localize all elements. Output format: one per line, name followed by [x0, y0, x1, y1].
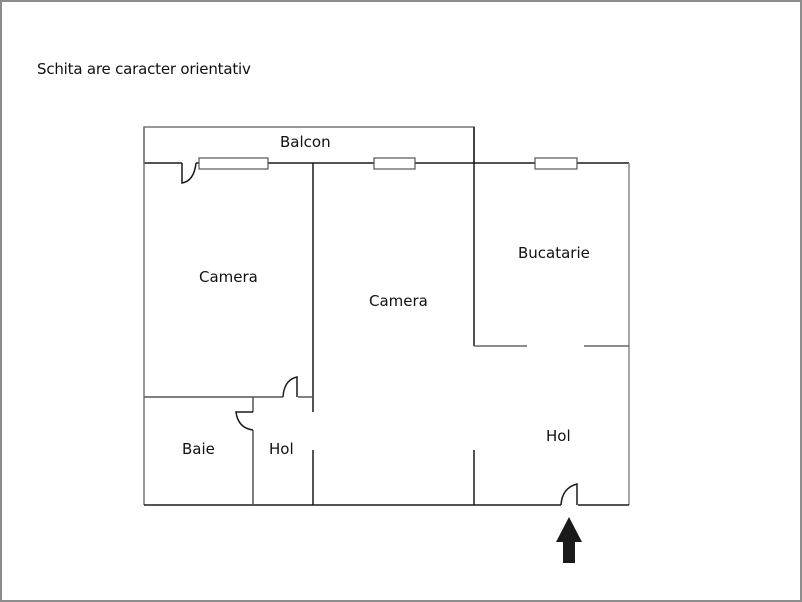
disclaimer-note: Schita are caracter orientativ [37, 60, 251, 78]
balcony-door-icon [181, 162, 197, 184]
entrance-door-icon [560, 483, 578, 506]
room-label-hol-1: Hol [269, 440, 294, 458]
room-label-camera-2: Camera [369, 292, 428, 310]
entrance-arrow-icon [556, 517, 582, 563]
room-label-balcon: Balcon [280, 133, 331, 151]
room-label-camera-1: Camera [199, 268, 258, 286]
room-label-bucatarie: Bucatarie [518, 244, 590, 262]
camera-door-icon [282, 376, 298, 398]
window-icon [373, 157, 416, 170]
window-icon [198, 157, 269, 170]
bathroom-door-icon [235, 411, 254, 431]
room-label-hol-2: Hol [546, 427, 571, 445]
room-label-baie: Baie [182, 440, 215, 458]
window-icon [534, 157, 578, 170]
